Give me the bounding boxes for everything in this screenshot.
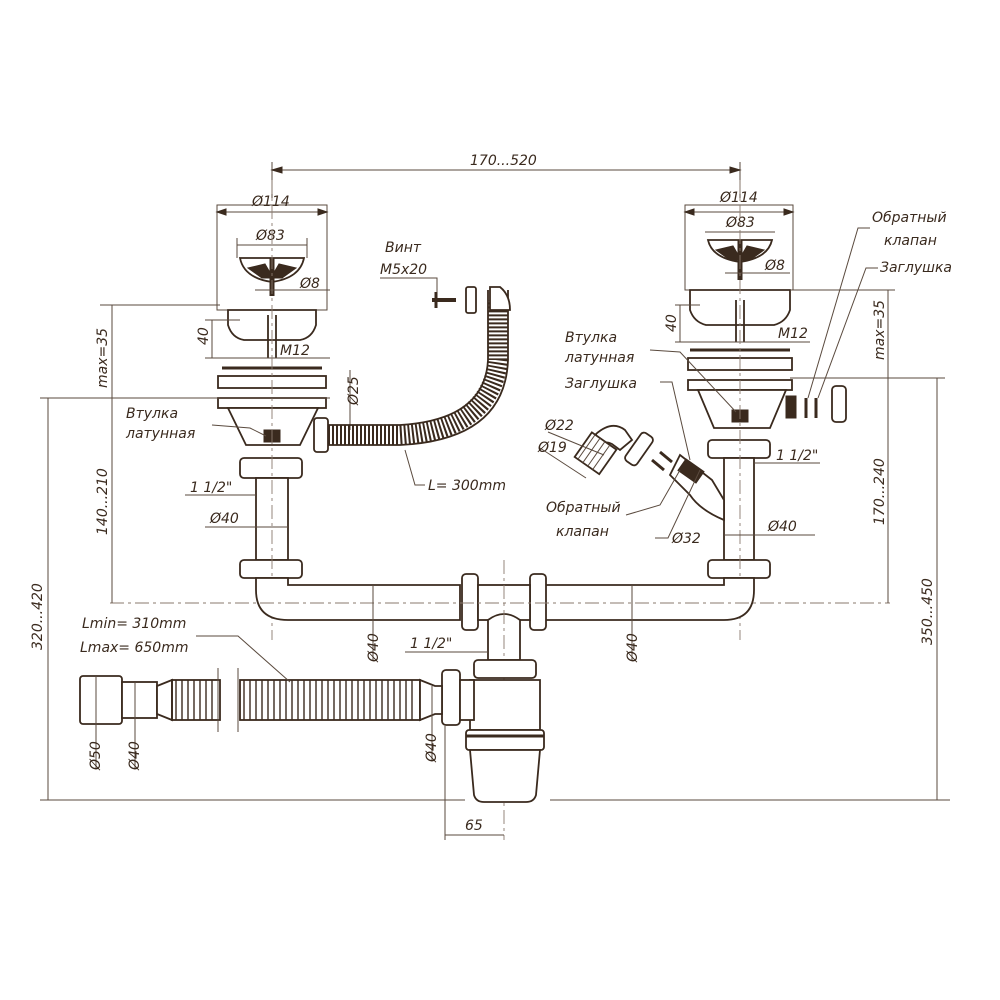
dim-overflow-25: Ø25 (346, 376, 362, 406)
label-screw-size: M5x20 (380, 262, 427, 278)
dim-elbow-19: Ø19 (537, 440, 567, 456)
dim-horiz-left-40: Ø40 (366, 633, 382, 663)
horizontal-pipe: Ø40 Ø40 1 1/2" (110, 560, 890, 840)
dim-right-max: max=35 (872, 300, 888, 360)
label-brass-sleeve-left: Втулка (126, 406, 178, 422)
dim-elbow-22: Ø22 (544, 418, 574, 434)
label-check-valve-mid: Обратный (546, 500, 621, 516)
dim-right-40: 40 (664, 314, 680, 332)
dim-branch-32: Ø32 (671, 531, 701, 547)
label-plug-right: Заглушка (565, 376, 637, 392)
right-pipe: 1 1/2" Ø40 (707, 180, 820, 640)
overall-dimensions: 320...420 max=35 140...210 max=35 170...… (30, 289, 950, 840)
dim-left-114: Ø114 (251, 194, 290, 210)
dim-right-pipe-40: Ø40 (767, 519, 797, 535)
dim-right-8: Ø8 (764, 258, 785, 274)
dim-right-height: 170...240 (872, 458, 888, 525)
bottle-trap (441, 659, 545, 803)
label-brass-sleeve-right: Втулка (565, 330, 617, 346)
dim-hose-outlet-40: Ø40 (424, 733, 440, 763)
hose-corrugation (171, 679, 421, 721)
dim-left-union: 1 1/2" (190, 480, 232, 496)
dim-right-m12: M12 (778, 326, 808, 342)
label-overflow-length: L= 300mm (428, 478, 506, 494)
label-hose-lmax: Lmax= 650mm (80, 640, 188, 656)
label-hose-lmin: Lmin= 310mm (82, 616, 186, 632)
branch-connector: Ø22 Ø19 Обратный клапан Ø32 (537, 418, 725, 547)
overflow-hose: Винт M5x20 L= 300mm (328, 240, 511, 494)
label-brass-sleeve-left-2: латунная (125, 426, 195, 442)
dim-right-union: 1 1/2" (776, 448, 818, 464)
right-strainer: Ø114 Ø83 Ø8 40 M12 (664, 190, 847, 429)
dim-left-8: Ø8 (299, 276, 320, 292)
dim-hose-50: Ø50 (88, 741, 104, 771)
label-check-valve-top-2: клапан (884, 233, 937, 249)
left-pipe: 1 1/2" Ø40 (185, 180, 303, 640)
dim-hose-40: Ø40 (127, 741, 143, 771)
dim-right-114: Ø114 (719, 190, 758, 206)
dim-left-height: 140...210 (95, 468, 111, 535)
outlet-hose: Ø50 Ø40 Ø40 Lmin= 310mm Lmax= 650mm (79, 616, 443, 771)
dim-left-m12: M12 (280, 343, 310, 359)
label-plug-top: Заглушка (880, 260, 952, 276)
dim-total-right: 350...450 (920, 578, 936, 645)
dim-horiz-right-40: Ø40 (625, 633, 641, 663)
dim-trap-union: 1 1/2" (410, 636, 452, 652)
dim-total-left: 320...420 (30, 583, 46, 650)
dim-left-40: 40 (196, 327, 212, 345)
dimension-bowl-spacing: 170...520 (270, 153, 742, 198)
label-check-valve-mid-2: клапан (556, 524, 609, 540)
label-screw: Винт (385, 240, 422, 256)
dim-left-pipe-40: Ø40 (209, 511, 239, 527)
dim-left-83: Ø83 (255, 228, 285, 244)
dim-left-max: max=35 (95, 328, 111, 388)
label-check-valve-top: Обратный (872, 210, 947, 226)
dim-bowl-spacing: 170...520 (470, 153, 537, 169)
dim-trap-offset: 65 (465, 818, 483, 834)
left-strainer: Ø114 Ø83 Ø8 40 M12 Ø25 (196, 194, 362, 453)
label-brass-sleeve-right-2: латунная (564, 350, 634, 366)
